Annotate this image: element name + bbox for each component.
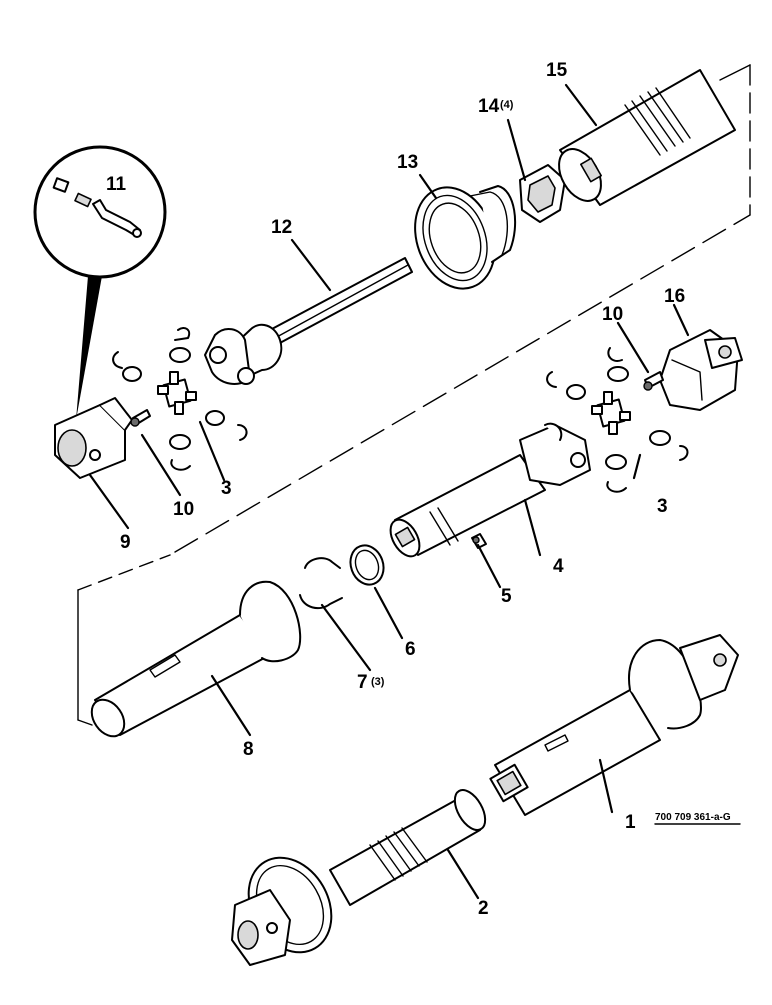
guard-tube-8 [90, 580, 302, 738]
callout-12: 12 [271, 217, 292, 238]
drawing-reference: 700 709 361-a-G [655, 812, 731, 823]
shaft-assembly-1 [489, 634, 739, 816]
callout-1: 1 [625, 812, 636, 833]
u-joint-cross [157, 371, 197, 415]
callout-3-right: 3 [657, 496, 668, 517]
grease-fitting-10-right [643, 371, 664, 391]
cross-bearing-kit-3-right [546, 347, 689, 493]
inner-shaft-12 [204, 257, 413, 385]
detail-circle-11 [33, 145, 167, 420]
outer-tube-15 [558, 69, 736, 206]
callout-2: 2 [478, 898, 489, 919]
yoke-9 [54, 397, 133, 479]
yoke-16 [659, 329, 743, 411]
callout-3-left: 3 [221, 478, 232, 499]
leader-lines [88, 83, 690, 900]
callout-14: 14 [478, 96, 500, 117]
bearing-ring-14 [519, 164, 566, 223]
inner-tube-4 [389, 422, 591, 558]
callout-labels: 15 14 (4) 13 12 11 16 10 3 4 5 6 7 (3) 8… [106, 60, 741, 919]
grease-fitting-detail [52, 177, 142, 238]
callout-7: 7 [357, 672, 368, 693]
callout-6: 6 [405, 639, 416, 660]
detail-pointer [76, 276, 102, 420]
callout-10-right: 10 [602, 304, 623, 325]
shaft-assembly-2 [231, 789, 487, 966]
callout-5: 5 [501, 586, 512, 607]
callout-8: 8 [243, 739, 254, 760]
callout-4: 4 [553, 556, 564, 577]
assembly-boundary-lines [77, 64, 751, 726]
cross-bearing-kit-3-left [112, 327, 248, 471]
callout-11: 11 [106, 174, 127, 195]
grease-fitting-5 [471, 533, 487, 549]
callout-9: 9 [120, 532, 131, 553]
callout-16: 16 [664, 286, 685, 307]
callout-13: 13 [397, 152, 418, 173]
callout-10-left: 10 [173, 499, 194, 520]
washer-6 [349, 544, 385, 586]
grease-fitting-10-left [130, 409, 151, 427]
snap-rings-7 [299, 557, 343, 610]
callout-7-qty: (3) [371, 676, 385, 688]
u-joint-cross-right [591, 391, 631, 435]
callout-14-qty: (4) [500, 99, 514, 111]
callout-15: 15 [546, 60, 568, 81]
shield-cone-13 [414, 185, 517, 290]
